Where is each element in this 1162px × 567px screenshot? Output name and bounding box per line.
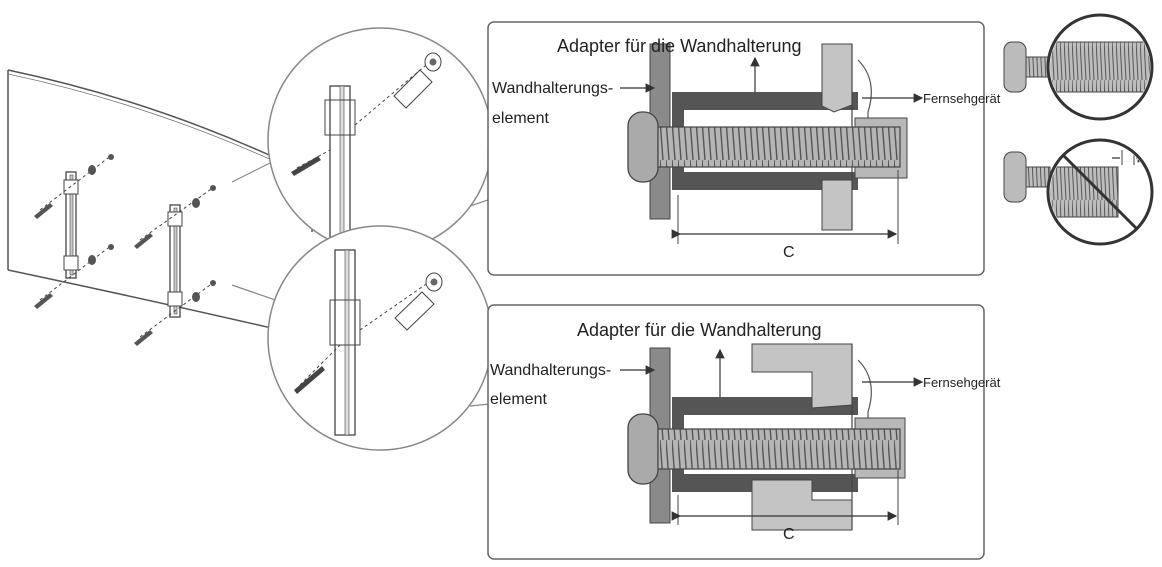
screw-fully-engaged-icon: [1003, 13, 1154, 121]
panel-2-bracket-label-1: Wandhalterungs-: [490, 362, 611, 379]
screw-gap-prohibited-icon: [1003, 138, 1154, 246]
panel-1-dimension-label: C: [783, 244, 795, 261]
panel-2-bracket-label-2: element: [490, 391, 547, 408]
tv-back-illustration: [7, 69, 313, 346]
panel-1-bracket-label-2: element: [492, 110, 549, 127]
panel-1-tv-label: Fernsehgerät: [923, 91, 1001, 106]
cross-section-panel-2: Adapter für die Wandhalterung Wandhalter…: [487, 304, 1001, 560]
panel-2-dimension-label: C: [783, 526, 795, 543]
panel-1-bracket-label-1: Wandhalterungs-: [492, 80, 613, 97]
screw-set: [34, 154, 216, 346]
zoom-circle-top: [267, 27, 494, 257]
panel-2-tv-label: Fernsehgerät: [923, 375, 1001, 390]
wall-bracket-left: [63, 171, 79, 279]
zoom-circle-bottom: [267, 225, 494, 451]
wall-bracket-right: [167, 204, 183, 318]
cross-section-panel-1: Adapter für die Wandhalterung Wandhalter…: [487, 21, 1001, 276]
zoom-callouts: [231, 27, 494, 451]
panel-1-title: Adapter für die Wandhalterung: [557, 36, 802, 56]
panel-2-title: Adapter für die Wandhalterung: [577, 320, 822, 340]
